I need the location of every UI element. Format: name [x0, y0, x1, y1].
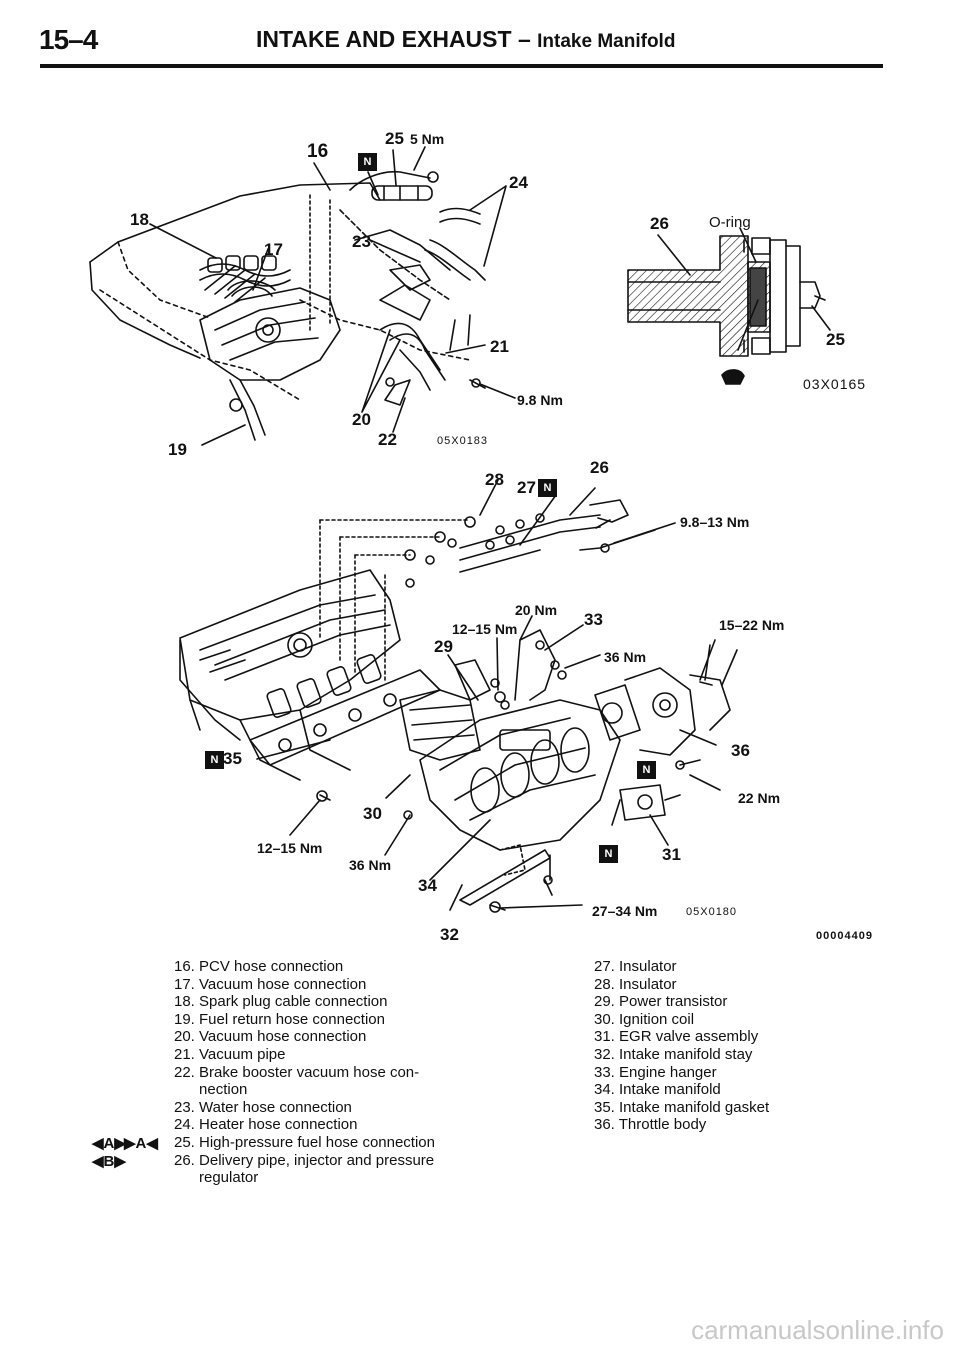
section-name: INTAKE AND EXHAUST –	[256, 26, 531, 52]
site-watermark: carmanualsonline.info	[691, 1315, 944, 1345]
legend-item: 23. Water hose connection	[174, 1098, 352, 1116]
legend-item: 20. Vacuum hose connection	[174, 1028, 367, 1046]
nonreusable-part-icon: N	[358, 153, 377, 171]
callout-32: 32	[440, 925, 459, 944]
callout-20: 20	[352, 410, 371, 429]
legend-item: 29. Power transistor	[594, 993, 728, 1011]
removal-marker-a: ◀A▶	[92, 1135, 126, 1152]
callout-26-detail: 26	[650, 214, 669, 233]
section-title: INTAKE AND EXHAUST – Intake Manifold	[256, 26, 675, 53]
callout-35: 35	[223, 749, 242, 768]
figure-code-00004409: 00004409	[816, 930, 873, 942]
legend-item: regulator	[174, 1169, 259, 1187]
legend-item: 21. Vacuum pipe	[174, 1045, 286, 1063]
nonreusable-part-icon: N	[599, 845, 618, 863]
callout-21: 21	[490, 337, 509, 356]
legend-item: 24. Heater hose connection	[174, 1116, 358, 1134]
installation-marker-a: ▶A◀	[124, 1135, 158, 1152]
callout-26: 26	[590, 458, 609, 477]
legend-left: 16. PCV hose connection 17. Vacuum hose …	[174, 958, 435, 1187]
engine-top-illustration	[89, 146, 516, 446]
legend-right: 27. Insulator 28. Insulator 29. Power tr…	[594, 958, 769, 1134]
callout-16: 16	[307, 141, 329, 162]
nonreusable-part-icon: N	[538, 479, 557, 497]
figure-code-05x0180: 05X0180	[686, 906, 738, 918]
callout-24: 24	[509, 173, 528, 192]
legend-item: 31. EGR valve assembly	[594, 1028, 759, 1046]
torque-20nm: 20 Nm	[515, 602, 558, 618]
nonreusable-part-icon: N	[637, 761, 656, 779]
callout-33: 33	[584, 610, 603, 629]
legend-item: 27. Insulator	[594, 958, 677, 975]
legend-item: 30. Ignition coil	[594, 1010, 695, 1028]
oring-label: O-ring	[709, 214, 751, 231]
callout-29: 29	[434, 637, 453, 656]
torque-22nm: 22 Nm	[738, 790, 781, 806]
legend-item: 28. Insulator	[594, 975, 677, 993]
legend-item: 25. High-pressure fuel hose connection	[174, 1133, 435, 1151]
torque-15-22nm: 15–22 Nm	[719, 617, 785, 633]
callout-19: 19	[168, 440, 187, 459]
legend-item: nection	[174, 1081, 248, 1099]
manifold-exploded-illustration	[179, 479, 738, 913]
legend-item: 17. Vacuum hose connection	[174, 975, 367, 993]
legend-item: 16. PCV hose connection	[174, 958, 344, 975]
torque-5nm: 5 Nm	[410, 131, 445, 147]
callout-22: 22	[378, 430, 397, 449]
legend-item: 35. Intake manifold gasket	[594, 1098, 770, 1116]
callout-25-detail: 25	[826, 330, 845, 349]
legend-item: 19. Fuel return hose connection	[174, 1010, 385, 1028]
torque-12-15nm-upper: 12–15 Nm	[452, 621, 518, 637]
torque-36nm-upper: 36 Nm	[604, 649, 647, 665]
torque-27-34nm: 27–34 Nm	[592, 903, 658, 919]
callout-23: 23	[352, 232, 371, 251]
callout-17: 17	[264, 240, 283, 259]
callout-31: 31	[662, 845, 681, 864]
figure-code-05x0183: 05X0183	[437, 435, 489, 447]
figure-code-03x0165: 03X0165	[803, 376, 867, 392]
torque-9-8-13nm: 9.8–13 Nm	[680, 514, 750, 530]
legend-item: 34. Intake manifold	[594, 1081, 721, 1099]
callout-18: 18	[130, 210, 149, 229]
callout-27: 27	[517, 478, 536, 497]
legend-item: 22. Brake booster vacuum hose con-	[174, 1063, 420, 1081]
header-rule	[40, 64, 883, 68]
torque-36nm-lower: 36 Nm	[349, 857, 392, 873]
callout-36: 36	[731, 741, 750, 760]
torque-12-15nm-lower: 12–15 Nm	[257, 840, 323, 856]
removal-marker-b: ◀B▶	[92, 1153, 126, 1170]
torque-9-8nm: 9.8 Nm	[517, 392, 563, 408]
callout-25: 25	[385, 129, 404, 148]
legend-item: 26. Delivery pipe, injector and pressure	[174, 1151, 435, 1169]
subsection-name: Intake Manifold	[537, 31, 676, 52]
legend-item: 18. Spark plug cable connection	[174, 993, 388, 1011]
legend-item: 32. Intake manifold stay	[594, 1045, 753, 1063]
callout-30: 30	[363, 804, 382, 823]
legend-item: 33. Engine hanger	[594, 1063, 717, 1081]
nonreusable-part-icon: N	[205, 751, 224, 769]
callout-34: 34	[418, 876, 437, 895]
page-number: 15–4	[39, 24, 98, 55]
oring-detail-illustration	[627, 227, 831, 385]
callout-28: 28	[485, 470, 504, 489]
legend-item: 36. Throttle body	[594, 1116, 707, 1134]
